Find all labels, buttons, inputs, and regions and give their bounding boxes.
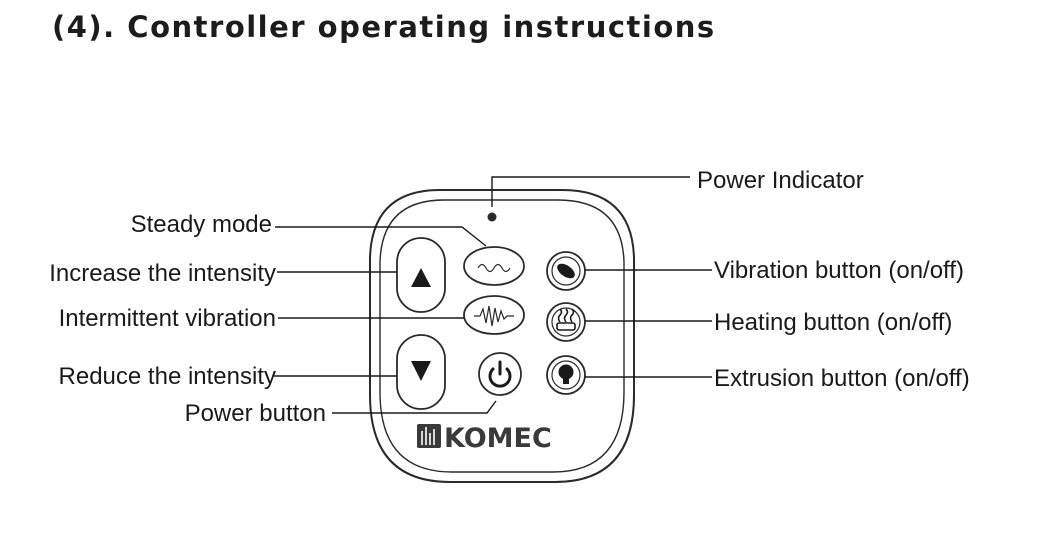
label-power-button: Power button — [185, 400, 326, 427]
page-title: (4). Controller operating instructions — [52, 10, 716, 44]
power-indicator-dot — [487, 212, 497, 222]
komec-logo-icon — [417, 424, 441, 448]
label-vibration-button: Vibration button (on/off) — [714, 257, 964, 284]
label-steady-mode: Steady mode — [131, 211, 272, 238]
label-intermittent-vibration: Intermittent vibration — [59, 305, 276, 332]
power-button[interactable] — [478, 352, 522, 396]
leader-lines — [274, 176, 712, 414]
brand-name: KOMEC — [444, 423, 552, 454]
wave-icon — [477, 263, 511, 273]
triangle-up-icon — [411, 268, 431, 287]
steady-mode-button[interactable] — [463, 246, 525, 286]
increase-intensity-button[interactable] — [396, 237, 446, 313]
bulb-icon — [558, 364, 574, 384]
vibration-button[interactable] — [546, 251, 586, 291]
label-increase-intensity: Increase the intensity — [49, 260, 276, 287]
zigzag-wave-icon — [474, 305, 514, 327]
reduce-intensity-button[interactable] — [396, 334, 446, 410]
label-extrusion-button: Extrusion button (on/off) — [714, 365, 970, 392]
heating-button[interactable] — [546, 302, 586, 342]
extrusion-button[interactable] — [546, 355, 586, 395]
label-heating-button: Heating button (on/off) — [714, 309, 952, 336]
triangle-down-icon — [411, 361, 431, 381]
intermittent-vibration-button[interactable] — [463, 295, 525, 335]
power-icon — [488, 360, 512, 388]
label-reduce-intensity: Reduce the intensity — [59, 363, 276, 390]
heat-icon — [556, 308, 576, 331]
vibration-icon — [557, 263, 575, 279]
komec-logo: KOMEC — [417, 423, 552, 454]
label-power-indicator: Power Indicator — [697, 167, 864, 194]
